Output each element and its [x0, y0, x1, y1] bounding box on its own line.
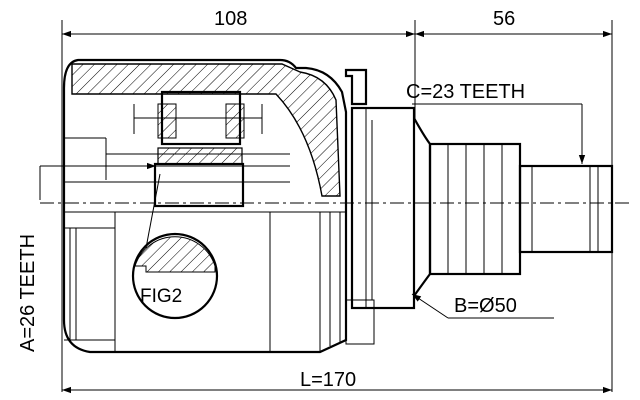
seal-flange [344, 68, 416, 345]
callout-seal-diameter: B=Ø50 [454, 295, 517, 317]
seal-ring [344, 68, 368, 106]
dim-label-total-length: L=170 [300, 369, 356, 391]
callout-leaders [39, 103, 586, 319]
shaft-spline-section [428, 142, 522, 276]
dim-label-housing-length: 108 [214, 8, 247, 30]
leader-seal-diameter [411, 293, 449, 319]
dim-label-shaft-length: 56 [493, 8, 515, 30]
flange-base [345, 299, 375, 345]
outer-housing [62, 58, 348, 354]
callout-spline-a: A=26 TEETH [17, 234, 39, 352]
shaft-tip [518, 164, 614, 254]
fig2-label: FIG2 [140, 286, 182, 307]
fig2-leader [145, 173, 161, 249]
callout-spline-c: C=23 TEETH [406, 81, 525, 103]
housing-wall-section [71, 63, 341, 197]
ball-cage-hatch-right [225, 103, 245, 139]
ball-cage-hatch-left [157, 103, 177, 139]
inner-race [153, 162, 245, 208]
shaft-neck [413, 117, 432, 297]
fig2-circle [131, 232, 219, 320]
flange-body [350, 106, 416, 310]
housing-outline [62, 58, 348, 354]
fig2-hatch [134, 236, 216, 273]
fig2-detail: FIG2 [131, 173, 219, 320]
stub-shaft [413, 117, 614, 297]
inner-race-section [157, 147, 243, 165]
